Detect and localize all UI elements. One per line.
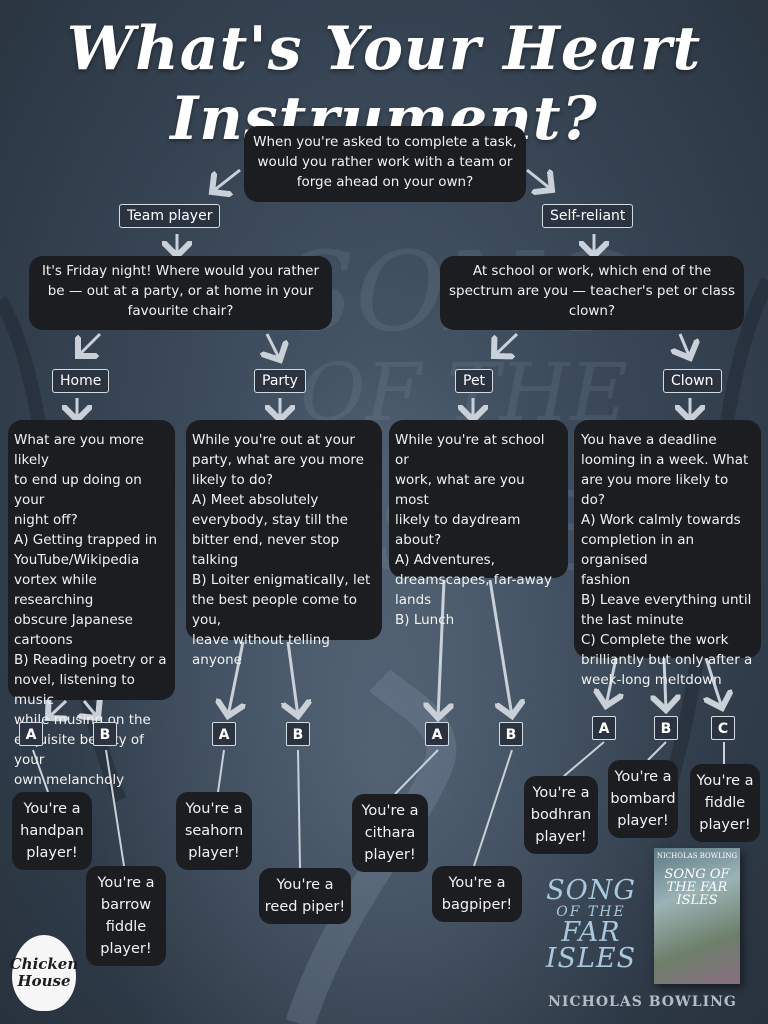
line-clown-a-result [563,741,605,777]
book-cover-author: NICHOLAS BOWLING [656,852,738,860]
question-pet-or-clown: At school or work, which end of the spec… [440,256,744,330]
question-night-off: What are you more likely to end up doing… [8,420,175,788]
result-handpan-text: You're a handpan player! [20,801,84,861]
arrow-qclown-a [606,657,616,706]
result-barrow-fiddle-text: You're a barrow fiddle player! [97,875,155,957]
question-daydream: While you're at school or work, what are… [389,420,568,628]
arrow-qteam-home [78,332,102,356]
book-title-line3: FAR [561,917,621,948]
result-reed-piper: You're a reed piper! [259,868,351,924]
line-home-b-result [105,749,125,867]
question-at-party-text: While you're out at your party, what are… [192,432,371,668]
question-deadline-text: You have a deadline looming in a week. W… [581,432,753,688]
answer-pet-b: B [499,722,523,746]
arrow-qclown-c [706,657,722,708]
arrow-qparty-a [228,641,243,716]
answer-clown-b: B [654,716,678,740]
result-barrow-fiddle: You're a barrow fiddle player! [86,866,166,966]
result-bagpiper: You're a bagpiper! [432,866,522,922]
publisher-logo-line2: House [17,972,71,990]
answer-home-b: B [93,722,117,746]
publisher-logo: Chicken House [9,935,79,1011]
page-title: What's Your Heart Instrument? [66,14,702,154]
question-daydream-text: While you're at school or work, what are… [395,432,552,628]
result-seahorn: You're a seahorn player! [176,792,252,870]
arrow-q1-team [212,168,241,192]
line-home-a-result [32,749,49,793]
book-title-line2: OF THE [556,904,626,920]
arrow-qself-pet [494,332,519,356]
answer-party-a: A [212,722,236,746]
tag-self-reliant: Self-reliant [542,204,634,228]
question-pet-or-clown-text: At school or work, which end of the spec… [449,263,735,319]
arrow-q1-self [526,168,552,190]
result-bombard-text: You're a bombard player! [610,769,676,829]
line-party-b-result [297,749,301,869]
question-friday-night: It's Friday night! Where would you rathe… [29,256,332,330]
result-cithara: You're a cithara player! [352,794,428,872]
book-title-line1: SONG [546,875,636,906]
question-team-or-solo-text: When you're asked to complete a task, wo… [253,134,517,190]
result-fiddle: You're a fiddle player! [690,764,760,842]
publisher-logo-line1: Chicken [9,955,79,973]
answer-home-a: A [19,722,43,746]
arrow-qclown-b [664,657,666,710]
result-fiddle-text: You're a fiddle player! [696,773,754,833]
answer-pet-a: A [425,722,449,746]
result-handpan: You're a handpan player! [12,792,92,870]
arrow-qparty-b [288,641,298,716]
question-night-off-text: What are you more likely to end up doing… [14,432,167,788]
tag-party: Party [254,369,306,393]
book-title-line4: ISLES [545,943,637,974]
tag-clown: Clown [663,369,722,393]
answer-clown-c: C [711,716,735,740]
answer-party-b: B [286,722,310,746]
line-party-a-result [217,749,225,793]
question-friday-night-text: It's Friday night! Where would you rathe… [41,263,320,319]
tag-home: Home [52,369,110,393]
line-pet-a-result [394,749,439,795]
question-deadline: You have a deadline looming in a week. W… [574,420,761,688]
result-reed-piper-text: You're a reed piper! [264,877,346,915]
arrow-qteam-party [267,333,280,360]
arrow-qhome-a [48,701,66,718]
arrow-qpet-b [488,579,512,716]
book-title-logo: SONG OF THE FAR ISLES [536,875,646,974]
result-cithara-text: You're a cithara player! [361,803,419,863]
result-bagpiper-text: You're a bagpiper! [441,875,513,913]
result-bodhran-text: You're a bodhran player! [530,785,592,845]
line-pet-b-result [473,749,513,867]
answer-clown-a: A [592,716,616,740]
book-cover-title: SONG OF THE FAR ISLES [664,867,730,908]
result-bombard: You're a bombard player! [608,760,678,838]
arrow-qpet-a [438,579,444,718]
tag-team-player: Team player [119,204,221,228]
result-bodhran: You're a bodhran player! [524,776,598,854]
question-team-or-solo: When you're asked to complete a task, wo… [244,126,526,202]
arrow-qself-clown [680,333,690,358]
question-at-party: While you're out at your party, what are… [186,420,382,668]
tag-pet: Pet [455,369,494,393]
line-clown-b-result [647,741,667,761]
result-seahorn-text: You're a seahorn player! [184,801,244,861]
arrow-qhome-b [84,701,98,718]
book-cover-image: NICHOLAS BOWLING SONG OF THE FAR ISLES [654,848,740,984]
author-name: NICHOLAS BOWLING [548,994,737,1010]
